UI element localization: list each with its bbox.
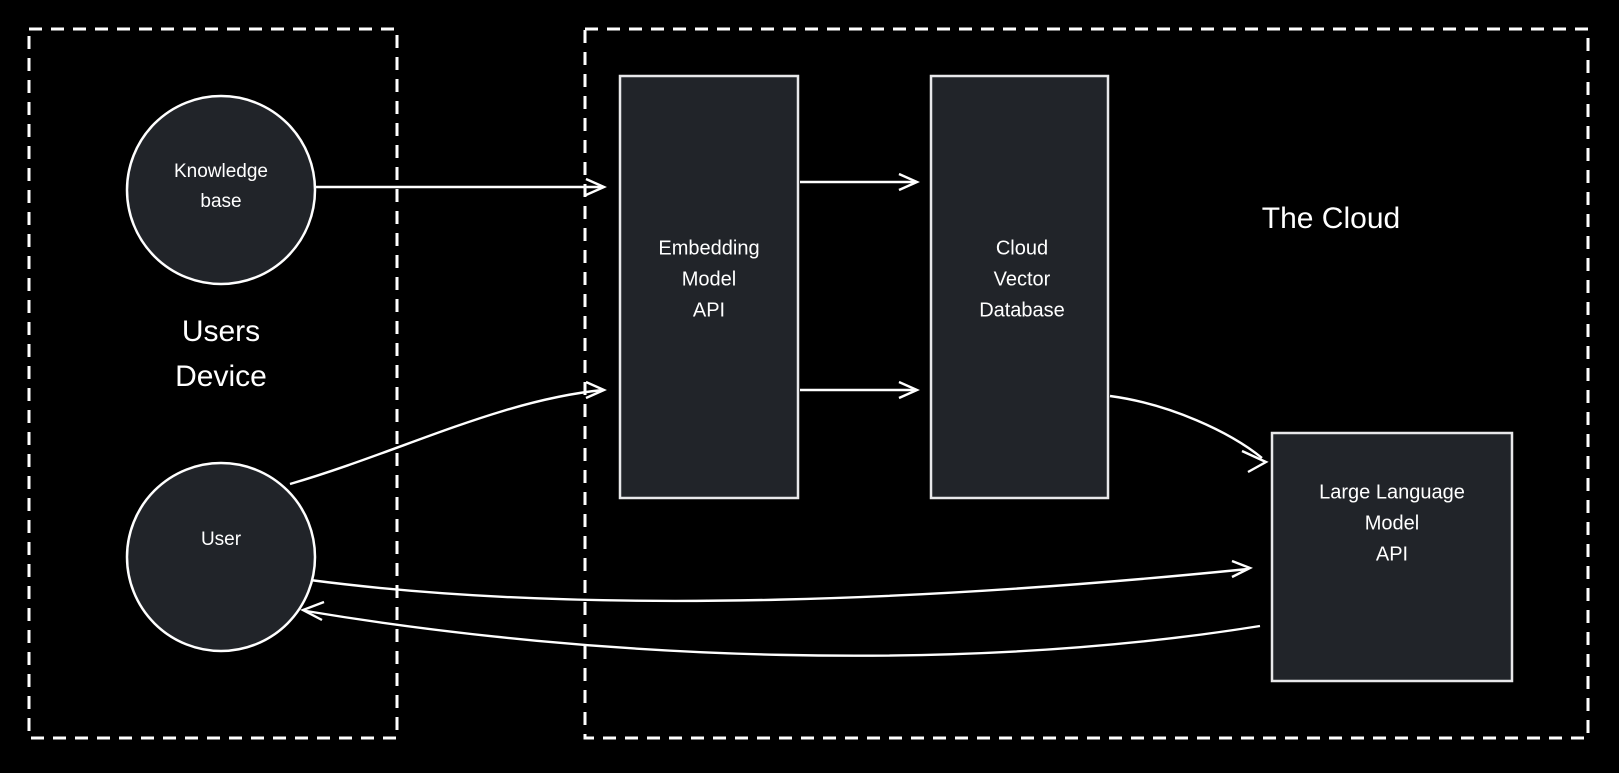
- node-embedding-model-api-label-line1: Embedding: [658, 237, 759, 259]
- zone-users-device-label-line2: Device: [175, 360, 267, 393]
- edge-user-to-embedding: [289, 380, 607, 486]
- node-cloud-vector-database-label-line3: Database: [979, 299, 1065, 321]
- edge-llm-to-user: [300, 600, 1261, 657]
- node-embedding-model-api-label-line2: Model: [682, 268, 736, 290]
- edge-user-to-llm-line: [309, 567, 1249, 603]
- edge-layer: [289, 172, 1269, 657]
- edge-embedding-to-vectordb-bottom-arrowhead-icon: [898, 380, 920, 400]
- edge-embedding-to-vectordb-top: [800, 172, 920, 192]
- edge-llm-to-user-line: [305, 609, 1261, 657]
- edge-knowledgebase-to-embedding: [315, 177, 607, 197]
- node-knowledge-base-shape[interactable]: [125, 94, 317, 286]
- node-user-shape[interactable]: [125, 461, 317, 653]
- edge-vectordb-to-llm-line: [1109, 394, 1263, 459]
- node-knowledge-base[interactable]: Knowledge base: [125, 94, 317, 286]
- edge-llm-to-user-arrowhead-icon: [300, 600, 325, 622]
- node-layer: Knowledge base User Embedding Model API …: [125, 74, 1514, 683]
- edge-knowledgebase-to-embedding-arrowhead-icon: [585, 177, 607, 197]
- node-large-language-model-api-label-line3: API: [1376, 543, 1408, 565]
- node-embedding-model-api[interactable]: Embedding Model API: [618, 74, 800, 500]
- node-cloud-vector-database-label-line1: Cloud: [996, 237, 1048, 259]
- node-embedding-model-api-label-line3: API: [693, 299, 725, 321]
- node-embedding-model-api-shape[interactable]: [618, 74, 800, 500]
- node-cloud-vector-database[interactable]: Cloud Vector Database: [929, 74, 1110, 500]
- zone-the-cloud-label: The Cloud: [1262, 202, 1400, 235]
- edge-embedding-to-vectordb-top-arrowhead-icon: [898, 172, 920, 192]
- node-user[interactable]: User: [125, 461, 317, 653]
- edge-embedding-to-vectordb-bottom: [800, 380, 920, 400]
- edge-user-to-embedding-line: [289, 388, 604, 486]
- edge-user-to-llm-arrowhead-icon: [1231, 559, 1253, 579]
- zone-users-device-border: [27, 27, 399, 740]
- node-large-language-model-api-label-line1: Large Language: [1319, 481, 1465, 503]
- edge-vectordb-to-llm: [1109, 394, 1269, 474]
- zone-the-cloud: The Cloud: [583, 27, 1590, 740]
- node-knowledge-base-label-line2: base: [200, 191, 241, 212]
- edge-user-to-embedding-arrowhead-icon: [585, 380, 607, 400]
- node-knowledge-base-label-line1: Knowledge: [174, 161, 268, 182]
- node-large-language-model-api-shape[interactable]: [1270, 431, 1514, 683]
- node-cloud-vector-database-label-line2: Vector: [994, 268, 1051, 290]
- node-large-language-model-api[interactable]: Large Language Model API: [1270, 431, 1514, 683]
- zone-users-device-label-line1: Users: [182, 315, 260, 348]
- edge-user-to-llm: [309, 559, 1253, 603]
- node-cloud-vector-database-shape[interactable]: [929, 74, 1110, 500]
- node-large-language-model-api-label-line2: Model: [1365, 512, 1419, 534]
- edge-vectordb-to-llm-arrowhead-icon: [1241, 449, 1269, 474]
- node-user-label: User: [201, 529, 242, 550]
- zone-users-device: Users Device: [27, 27, 399, 740]
- zone-the-cloud-border: [583, 27, 1590, 740]
